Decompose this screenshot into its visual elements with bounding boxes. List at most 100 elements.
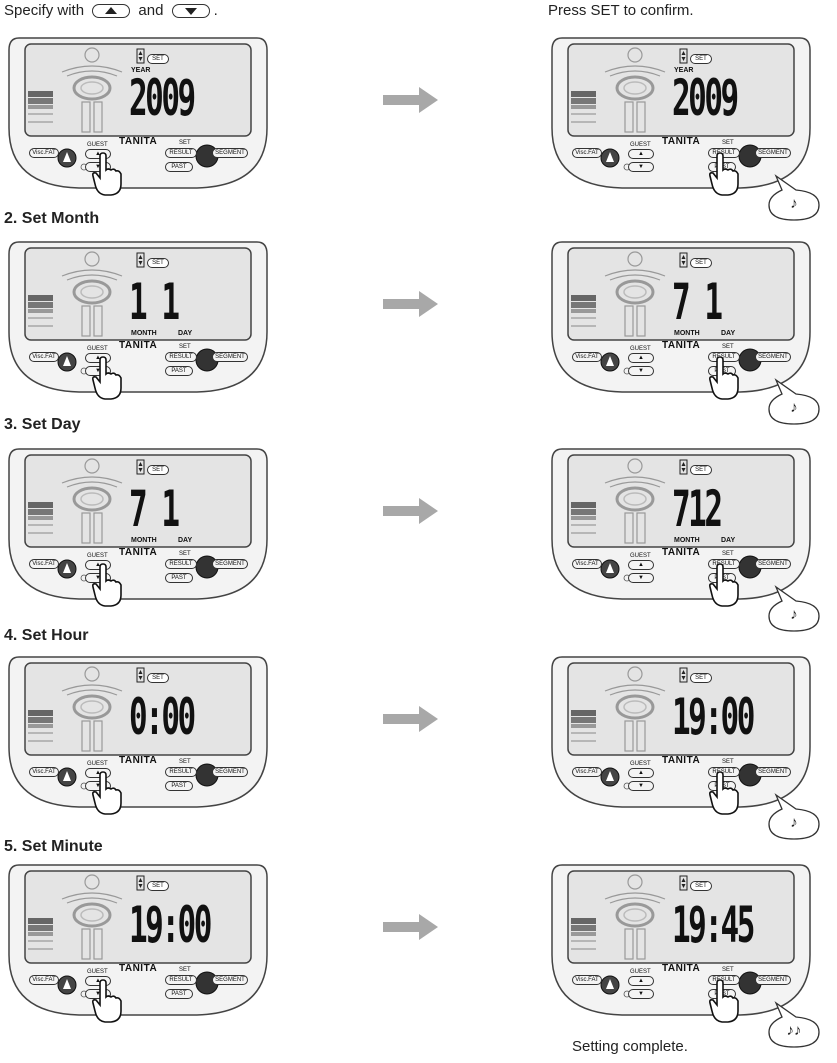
result-button[interactable]: RESULT [165, 559, 197, 569]
set-label: SET [722, 759, 734, 765]
down-button[interactable]: ▼ [628, 573, 654, 583]
past-button[interactable]: PAST [165, 162, 193, 172]
result-button[interactable]: RESULT [708, 559, 740, 569]
visc-fat-button[interactable]: Visc.FAT [29, 148, 59, 158]
lcd-value: 7 1 [672, 273, 723, 331]
result-button[interactable]: RESULT [165, 352, 197, 362]
device-shell [8, 864, 268, 1016]
beep-speech-bubble: ♪ [766, 793, 822, 841]
visc-fat-button[interactable]: Visc.FAT [572, 975, 602, 985]
brand-logo: TANITA [119, 136, 158, 147]
visc-fat-button[interactable]: Visc.FAT [29, 975, 59, 985]
set-label: SET [722, 967, 734, 973]
step-heading: 4. Set Hour [4, 627, 89, 644]
year-label: YEAR [131, 67, 151, 74]
pointing-finger-icon [708, 563, 742, 607]
up-button[interactable]: ▲ [628, 353, 654, 363]
lcd-value: 19:45 [672, 896, 755, 954]
flow-arrow-icon [383, 913, 439, 941]
specify-prefix: Specify with [4, 2, 85, 19]
pointing-finger-icon [708, 152, 742, 196]
segment-button[interactable]: SEGMENT [212, 352, 248, 362]
set-indicator-badge: SET [690, 258, 712, 268]
visc-fat-button[interactable]: Visc.FAT [572, 559, 602, 569]
segment-button[interactable]: SEGMENT [755, 767, 791, 777]
brand-logo: TANITA [662, 136, 701, 147]
segment-button[interactable]: SEGMENT [755, 352, 791, 362]
past-button[interactable]: PAST [165, 366, 193, 376]
segment-button[interactable]: SEGMENT [212, 767, 248, 777]
set-indicator-badge: SET [690, 465, 712, 475]
beep-speech-bubble: ♪♪ [766, 1001, 822, 1049]
down-button[interactable]: ▼ [628, 989, 654, 999]
up-button[interactable]: ▲ [628, 768, 654, 778]
guest-label: GUEST [87, 346, 108, 352]
specify-suffix: . [213, 2, 218, 19]
day-label: DAY [178, 537, 193, 544]
result-button[interactable]: RESULT [165, 975, 197, 985]
down-button[interactable]: ▼ [628, 162, 654, 172]
visc-fat-button[interactable]: Visc.FAT [29, 767, 59, 777]
device-shell [8, 241, 268, 393]
down-button[interactable]: ▼ [85, 573, 111, 583]
down-button[interactable]: ▼ [85, 781, 111, 791]
past-button[interactable]: PAST [165, 989, 193, 999]
up-button[interactable]: ▲ [85, 149, 111, 159]
brand-logo: TANITA [662, 340, 701, 351]
set-indicator-badge: SET [147, 881, 169, 891]
segment-button[interactable]: SEGMENT [755, 148, 791, 158]
up-button[interactable]: ▲ [85, 560, 111, 570]
up-button[interactable]: ▲ [85, 768, 111, 778]
visc-fat-button[interactable]: Visc.FAT [29, 352, 59, 362]
past-button[interactable]: PAST [165, 781, 193, 791]
result-button[interactable]: RESULT [708, 767, 740, 777]
past-button[interactable]: PAST [165, 573, 193, 583]
down-button[interactable]: ▼ [628, 781, 654, 791]
flow-arrow-icon [383, 290, 439, 318]
down-button[interactable]: ▼ [85, 162, 111, 172]
visc-fat-button[interactable]: Visc.FAT [572, 767, 602, 777]
up-button[interactable]: ▲ [628, 149, 654, 159]
visc-fat-button[interactable]: Visc.FAT [29, 559, 59, 569]
visc-fat-button[interactable]: Visc.FAT [572, 148, 602, 158]
result-button[interactable]: RESULT [165, 148, 197, 158]
segment-button[interactable]: SEGMENT [212, 148, 248, 158]
up-button[interactable]: ▲ [628, 976, 654, 986]
up-button[interactable]: ▲ [85, 353, 111, 363]
brand-logo: TANITA [119, 755, 158, 766]
brand-logo: TANITA [119, 340, 158, 351]
segment-button[interactable]: SEGMENT [212, 975, 248, 985]
down-button[interactable]: ▼ [628, 366, 654, 376]
segment-button[interactable]: SEGMENT [755, 975, 791, 985]
pointing-finger-icon [91, 563, 125, 607]
segment-button[interactable]: SEGMENT [755, 559, 791, 569]
guest-label: GUEST [630, 761, 651, 767]
guest-label: GUEST [87, 761, 108, 767]
step-heading: 3. Set Day [4, 416, 81, 433]
segment-button[interactable]: SEGMENT [212, 559, 248, 569]
press-set-instruction: Press SET to confirm. [548, 2, 694, 19]
down-button[interactable]: ▼ [85, 366, 111, 376]
set-label: SET [179, 551, 191, 557]
down-button[interactable]: ▼ [85, 989, 111, 999]
set-label: SET [722, 140, 734, 146]
result-button[interactable]: RESULT [708, 975, 740, 985]
visc-fat-button[interactable]: Visc.FAT [572, 352, 602, 362]
guest-label: GUEST [630, 553, 651, 559]
result-button[interactable]: RESULT [165, 767, 197, 777]
pointing-finger-icon [91, 152, 125, 196]
set-label: SET [179, 344, 191, 350]
result-button[interactable]: RESULT [708, 148, 740, 158]
up-button[interactable]: ▲ [85, 976, 111, 986]
set-indicator-badge: SET [147, 673, 169, 683]
result-button[interactable]: RESULT [708, 352, 740, 362]
month-label: MONTH [674, 537, 700, 544]
device-shell [8, 656, 268, 808]
up-button[interactable]: ▲ [628, 560, 654, 570]
guest-label: GUEST [87, 553, 108, 559]
